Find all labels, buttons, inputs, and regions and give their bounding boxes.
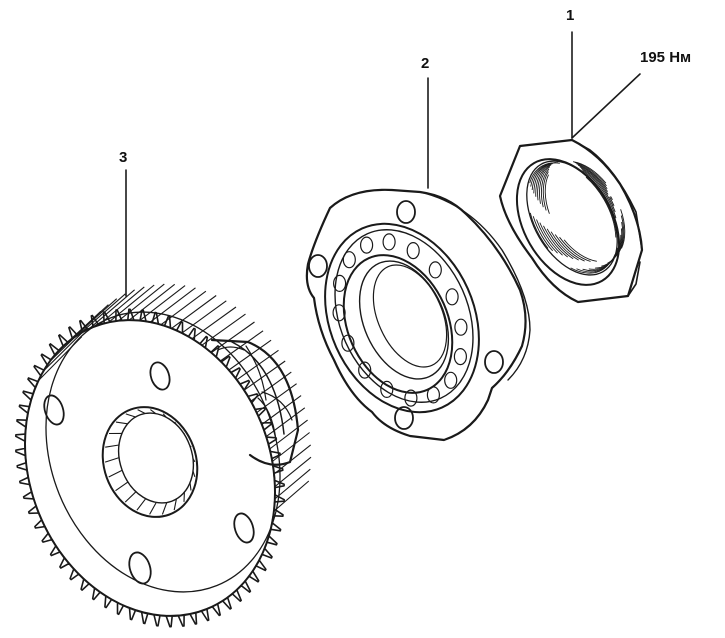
- nut-thread: [531, 162, 619, 272]
- gear-hatch-line: [108, 284, 155, 323]
- gear-bolt-holes: [43, 361, 255, 585]
- spline-line: [124, 491, 137, 503]
- spline-line: [192, 458, 196, 463]
- gear-hatch-line: [128, 283, 176, 321]
- gear-hatch-line: [201, 313, 246, 346]
- spline-line: [189, 445, 192, 448]
- spline-line: [162, 413, 167, 418]
- spline-line: [150, 409, 157, 415]
- bearing-roller: [428, 261, 442, 279]
- nut-thread: [535, 161, 621, 269]
- gear-hatch-line: [265, 407, 306, 438]
- gear-hatch-line: [274, 468, 311, 500]
- callout-2: 2: [421, 55, 429, 72]
- gear-hatch-line: [88, 289, 135, 330]
- gear-hatch-line: [63, 304, 109, 347]
- bearing-roller: [360, 236, 374, 254]
- bearing-roller: [445, 288, 459, 306]
- gear-hatch-line: [160, 290, 207, 326]
- driven-gear: [15, 283, 312, 628]
- gear-hatch-line: [228, 339, 272, 371]
- spline-line: [173, 498, 177, 511]
- spline-line: [161, 502, 168, 515]
- gear-face: [24, 283, 312, 617]
- bearing-flange-holes: [308, 200, 504, 430]
- bearing-roller: [453, 348, 467, 366]
- callout-1: 1: [566, 7, 574, 24]
- gear-hatch-line: [149, 287, 196, 323]
- gear-hatch-line: [38, 336, 83, 381]
- bearing-roller: [454, 318, 468, 336]
- gear-hatch-line: [273, 444, 312, 475]
- gear-hatch-line: [274, 456, 312, 488]
- callout-leaders: [125, 31, 641, 297]
- gear-hatch-line: [118, 283, 165, 322]
- bearing-roller: [358, 361, 372, 379]
- spline-lines: [104, 409, 196, 515]
- gear-hatch-line: [269, 419, 308, 450]
- gear-hatch-line: [210, 321, 255, 354]
- nut-threads: [527, 160, 626, 274]
- spline-line: [108, 469, 123, 478]
- spline-line: [125, 413, 136, 418]
- gear-hatch-line: [219, 330, 264, 362]
- gear-hatch-line: [250, 371, 292, 402]
- nut-thread: [539, 161, 623, 266]
- gear-tooth-hatch: [38, 283, 312, 512]
- bearing-housing: [305, 188, 531, 442]
- spline-line: [192, 470, 196, 477]
- gear-hatch-line: [71, 298, 118, 340]
- gear-hatch-line: [43, 327, 88, 372]
- nut-thread: [527, 162, 617, 274]
- gear-hatch-line: [181, 300, 227, 334]
- gear-hatch-line: [256, 383, 297, 414]
- gear-hatch-line: [171, 295, 217, 329]
- gear-hatch-line: [79, 293, 126, 334]
- nut: [498, 138, 644, 304]
- gear-hatch-line: [261, 395, 302, 425]
- bearing-roller: [444, 371, 458, 389]
- bearing-roller: [406, 242, 420, 260]
- gear-hatch-line: [236, 349, 279, 381]
- gear-hatch-line: [98, 286, 145, 326]
- spline-line: [115, 481, 129, 492]
- gear-hatch-line: [139, 285, 186, 322]
- bearing-roller: [332, 304, 346, 322]
- bearing-roller: [333, 274, 347, 292]
- nut-thread: [529, 162, 618, 273]
- gear-hatch-line: [243, 360, 286, 391]
- spline-line: [115, 421, 128, 425]
- spline-line: [105, 444, 120, 448]
- gear-hatch-line: [273, 480, 310, 512]
- gear-hatch-line: [191, 306, 237, 340]
- spline-line: [104, 457, 120, 463]
- torque-label: 195 Нм: [640, 49, 691, 66]
- bearing-roller: [382, 233, 396, 251]
- spline-line: [183, 432, 185, 435]
- spline-line: [189, 482, 192, 491]
- nut-thread: [537, 161, 622, 268]
- gear-hatch-line: [271, 432, 310, 462]
- bearing-roller: [404, 389, 418, 407]
- gear-hub: [210, 338, 300, 466]
- spline-line: [174, 421, 177, 425]
- spline-line: [149, 502, 157, 515]
- nut-thread: [533, 161, 620, 270]
- spline-line: [137, 409, 146, 414]
- bearing-roller: [342, 251, 356, 269]
- gear-splined-bore: [101, 406, 199, 518]
- spline-line: [136, 498, 147, 511]
- callout-3: 3: [119, 149, 127, 166]
